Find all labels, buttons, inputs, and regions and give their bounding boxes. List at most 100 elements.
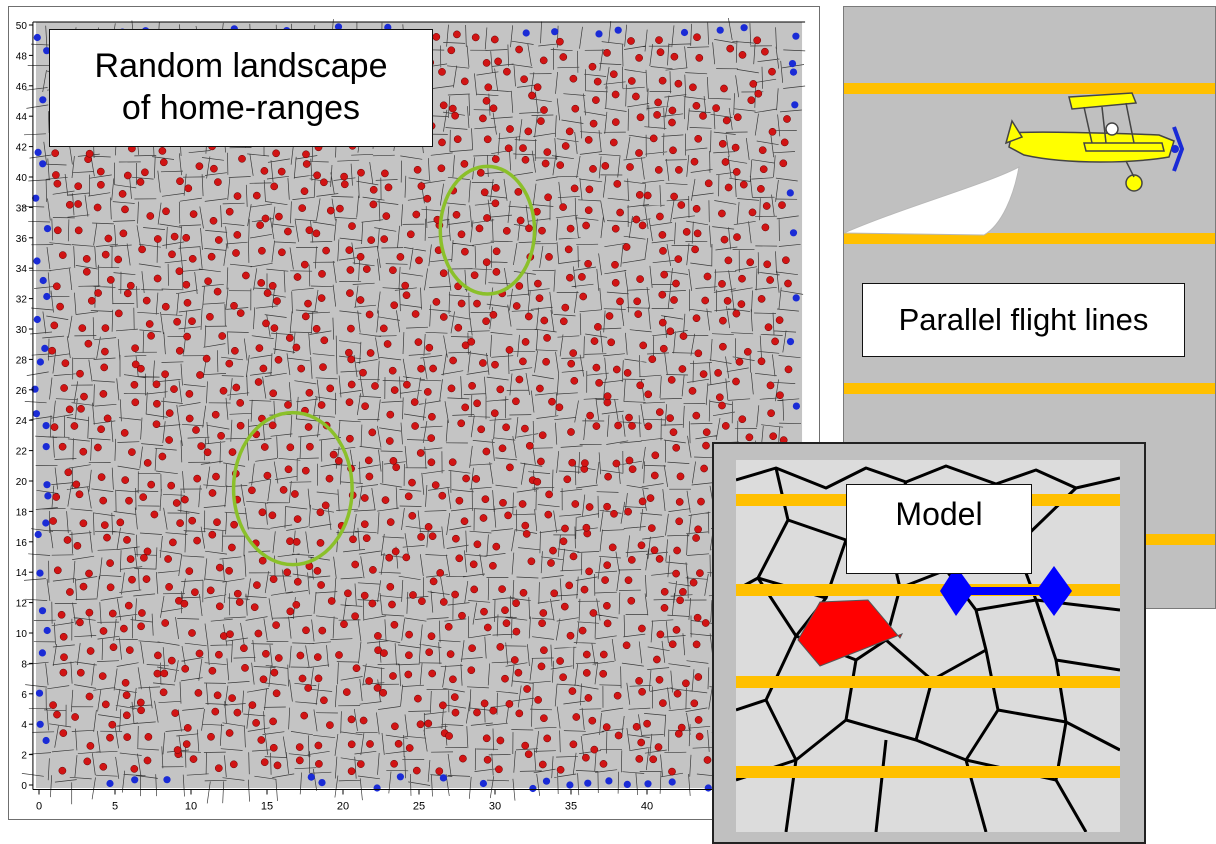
home-range-center-point [473,540,482,549]
detected-home-range [797,599,904,667]
home-range-center-point [766,381,775,390]
home-range-center-point [386,410,395,419]
home-range-center-point [64,468,73,477]
home-range-center-point [164,555,172,563]
home-range-center-point [452,210,461,219]
home-range-center-point [240,644,248,653]
home-range-center-point [369,185,378,194]
home-range-center-point [215,563,224,572]
home-range-center-point [109,643,118,652]
home-range-center-point [688,387,697,395]
home-range-center-point [656,212,664,221]
home-range-center-point [479,114,487,123]
home-range-center-point [670,296,678,304]
home-range-center-point [584,206,593,215]
home-range-center-point [667,376,676,384]
x-tick-label: 10 [185,801,197,813]
home-range-center-point [262,319,270,328]
y-tick-label: 30 [16,325,28,336]
home-range-center-point [549,546,557,555]
home-range-center-point [48,346,56,355]
home-range-center-point [170,232,179,241]
home-range-center-point [320,178,328,187]
home-range-center-point [172,499,181,507]
home-range-center-point [122,691,131,700]
home-range-center-point [571,500,580,508]
home-range-center-point [444,622,453,631]
home-range-center-point [625,456,634,465]
home-range-center-point [603,601,611,610]
home-range-center-point [603,561,612,570]
home-range-center-point [383,340,392,348]
home-range-center-point [612,459,621,468]
home-range-center-point [346,434,354,443]
x-tick-label: 30 [489,801,501,813]
home-range-center-point [306,442,314,451]
home-range-center-point [673,689,682,698]
home-range-center-point [520,75,528,84]
home-range-center-point [589,165,597,173]
home-range-center-point [232,383,241,392]
edge-center-point [551,28,559,36]
home-range-center-point [103,533,111,542]
home-range-center-point [432,298,441,306]
home-range-center-point [50,321,59,330]
home-range-center-point [390,386,399,394]
home-range-center-point [768,127,777,136]
home-range-center-point [182,233,191,242]
home-range-center-point [292,600,301,609]
home-range-center-point [76,668,85,677]
home-range-center-point [101,250,110,259]
home-range-center-point [627,37,635,45]
home-range-center-point [233,192,242,200]
home-range-center-point [305,226,314,235]
home-range-center-point [214,764,223,773]
home-range-center-point [259,675,268,684]
edge-center-point [34,530,42,539]
home-range-center-point [347,767,356,776]
home-range-center-point [317,294,326,302]
home-range-center-point [490,409,499,418]
home-range-center-point [416,449,425,457]
home-range-center-point [100,521,109,529]
home-range-center-point [379,688,388,697]
home-range-center-point [114,309,123,318]
home-range-center-point [274,355,283,364]
home-range-center-point [469,560,478,569]
home-range-center-point [479,359,487,367]
home-range-center-point [411,310,420,318]
home-range-center-point [735,357,744,366]
home-range-center-point [379,324,388,333]
home-range-center-point [346,289,354,297]
home-range-center-point [76,618,84,627]
home-range-center-point [175,346,184,355]
home-range-center-point [569,74,578,83]
home-range-center-point [429,364,437,373]
home-range-center-point [768,67,776,76]
home-range-center-point [482,258,491,267]
y-tick-label: 6 [21,690,27,701]
home-range-center-point [388,600,396,609]
home-range-center-point [314,674,323,683]
home-range-center-point [101,700,110,709]
home-range-center-point [182,280,191,289]
home-range-center-point [193,536,201,545]
home-range-center-point [439,101,448,110]
home-range-center-point [720,84,728,93]
home-range-center-point [515,282,524,290]
home-range-center-point [83,757,92,766]
home-range-center-point [539,56,548,65]
home-range-center-point [556,765,565,774]
home-range-center-point [173,746,182,754]
home-range-center-point [313,567,322,575]
home-range-center-point [757,295,766,303]
y-tick-label: 14 [16,568,28,579]
home-range-center-point [592,422,601,430]
home-range-center-point [50,423,59,431]
home-range-center-point [93,203,102,212]
home-range-center-point [194,689,203,697]
home-range-center-point [137,622,145,631]
edge-center-point [334,23,343,31]
home-range-center-point [185,414,194,423]
home-range-center-point [386,582,395,591]
